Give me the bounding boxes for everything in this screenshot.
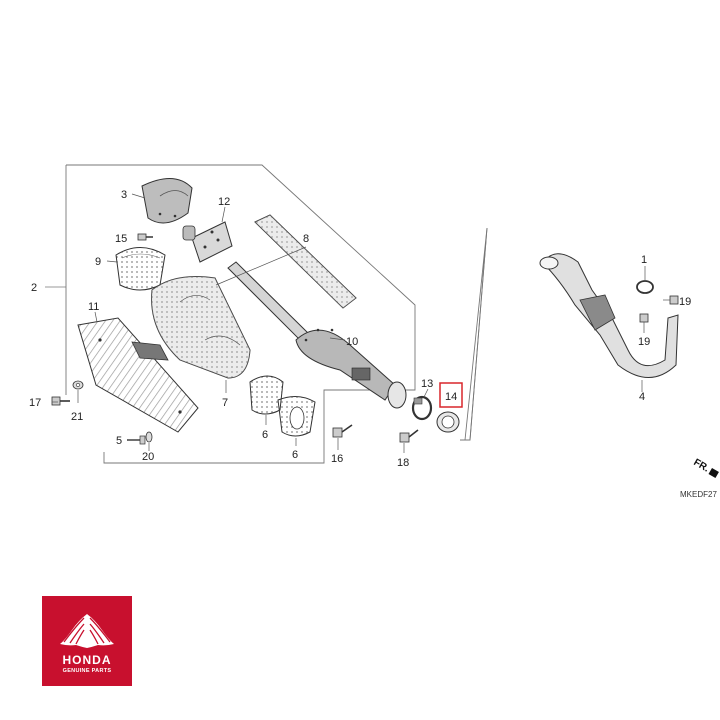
logo-brand-name: HONDA [62, 653, 112, 667]
callout-15: 15 [115, 233, 127, 245]
part-bolt-18[interactable] [399, 429, 419, 443]
part-muffler-shell[interactable] [77, 317, 199, 433]
callout-18: 18 [397, 457, 409, 469]
part-inner-pipe[interactable] [227, 261, 407, 409]
part-bolt-15[interactable] [137, 233, 153, 241]
callout-17: 17 [29, 397, 41, 409]
part-foam-pad[interactable] [115, 247, 166, 291]
part-clamp[interactable] [411, 395, 433, 421]
honda-wing-icon [60, 614, 114, 648]
part-washer-21[interactable] [72, 380, 84, 390]
callout-1: 1 [641, 254, 647, 266]
part-mount-bracket[interactable] [182, 221, 233, 263]
part-end-cap[interactable] [141, 178, 193, 224]
part-half-packing-a[interactable] [249, 375, 284, 415]
callout-6b: 6 [292, 449, 298, 461]
part-packing-wool[interactable] [254, 214, 357, 309]
highlight-box [439, 382, 463, 408]
callout-19a: 19 [679, 296, 691, 308]
callout-14: 14 [445, 391, 457, 403]
callout-13: 13 [421, 378, 433, 390]
part-muffler-packing[interactable] [151, 276, 251, 379]
part-header-pipe[interactable] [539, 253, 679, 378]
callout-9: 9 [95, 256, 101, 268]
part-half-packing-b[interactable] [277, 396, 316, 437]
logo-tagline: GENUINE PARTS [62, 668, 112, 674]
callout-11: 11 [88, 301, 99, 313]
assembly-bracket [66, 164, 416, 464]
callout-20: 20 [142, 451, 154, 463]
pipe-bracket [464, 227, 488, 441]
callout-2: 2 [31, 282, 37, 294]
part-gasket[interactable] [636, 280, 654, 294]
part-joint-collar[interactable] [436, 411, 460, 433]
callout-16: 16 [331, 453, 343, 465]
part-collar-20[interactable] [145, 431, 153, 443]
front-direction-mark: FR. [692, 457, 712, 475]
part-bolt-5[interactable] [127, 435, 146, 445]
part-nut-19b[interactable] [639, 313, 649, 323]
callout-8: 8 [303, 233, 309, 245]
honda-genuine-parts-logo: HONDA GENUINE PARTS [42, 596, 132, 686]
callout-21: 21 [71, 411, 83, 423]
callout-12: 12 [218, 196, 230, 208]
callout-19b: 19 [638, 336, 650, 348]
diagram-code: MKEDF27 [680, 490, 717, 499]
callout-4: 4 [639, 391, 645, 403]
part-bolt-17[interactable] [51, 396, 70, 406]
callout-6a: 6 [262, 429, 268, 441]
part-bolt-16[interactable] [332, 424, 353, 438]
callout-3: 3 [121, 189, 127, 201]
part-nut-19a[interactable] [669, 295, 679, 305]
callout-7: 7 [222, 397, 228, 409]
callout-5: 5 [116, 435, 122, 447]
callout-10: 10 [346, 336, 358, 348]
